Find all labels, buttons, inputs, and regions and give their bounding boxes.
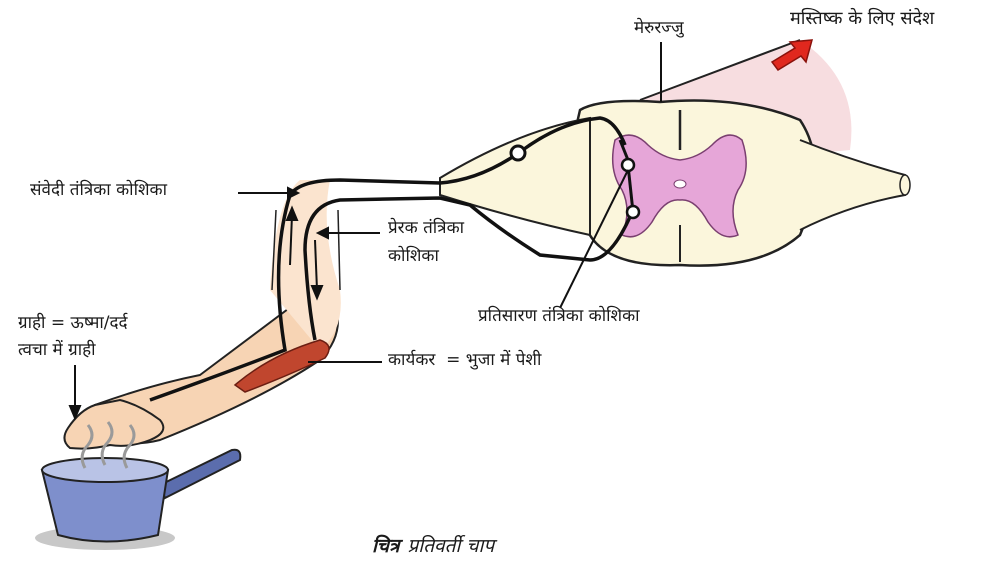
spinal-cord-label: मेरुरज्जु bbox=[634, 18, 684, 38]
impulse-arrows bbox=[285, 205, 324, 301]
motor-neuron-path bbox=[303, 196, 635, 341]
steam bbox=[80, 421, 136, 469]
sensory-neuron-path bbox=[149, 116, 627, 402]
caption-title: प्रतिवर्ती चाप bbox=[407, 535, 495, 557]
sensory-neuron-label: संवेदी तंत्रिका कोशिका bbox=[30, 180, 167, 200]
relay-neuron bbox=[618, 139, 641, 220]
right-nerve-root bbox=[799, 139, 906, 231]
receptor-label-2: त्वचा में ग्राही bbox=[18, 340, 96, 360]
hand bbox=[63, 398, 165, 450]
forearm bbox=[94, 288, 339, 445]
saucepan bbox=[35, 448, 242, 550]
caption-prefix: चित्र bbox=[372, 535, 400, 557]
effector-label: कार्यकर = भुजा में पेशी bbox=[388, 350, 542, 370]
motor-neuron-label-1: प्रेरक तंत्रिका bbox=[388, 218, 465, 238]
motor-neuron-label-2: कोशिका bbox=[388, 246, 439, 266]
figure-caption: चित्र प्रतिवर्ती चाप bbox=[372, 532, 494, 558]
leader-lines bbox=[68, 42, 662, 421]
relay-neuron-label: प्रतिसारण तंत्रिका कोशिका bbox=[478, 306, 640, 326]
spinal-cord-section bbox=[572, 99, 817, 267]
brain-message-label: मस्तिष्क के लिए संदेश bbox=[790, 8, 935, 29]
brain-arrow bbox=[770, 39, 814, 71]
ganglion-cell-body bbox=[509, 144, 527, 162]
receptor-label-1: ग्राही = ऊष्मा/दर्द bbox=[18, 313, 128, 333]
arm-muscle bbox=[233, 339, 330, 393]
